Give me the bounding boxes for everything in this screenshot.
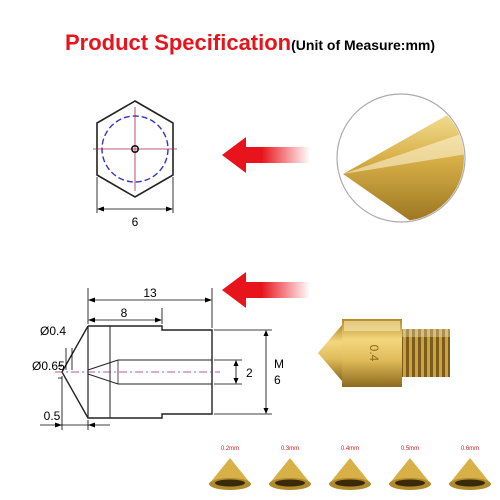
- dim-bore: 2: [246, 366, 253, 380]
- dim-thread-m: M: [274, 357, 284, 371]
- dim-thread-size: 6: [274, 373, 281, 387]
- nozzle-thread: [402, 329, 450, 377]
- nozzle-side-view: 13 8 Ø0.4 Ø0.65 0.5 2 M 6: [32, 286, 284, 430]
- size-option-0-3: 0.3mm: [265, 440, 315, 495]
- size-option-0-6: 0.6mm: [445, 440, 495, 495]
- title-unit: (Unit of Measure:mm): [291, 37, 436, 53]
- nozzle-photo: 0.4: [318, 319, 450, 387]
- page-title: Product Specification(Unit of Measure:mm…: [0, 30, 500, 56]
- hexagon-top-view: 6: [93, 100, 177, 229]
- nozzle-outline: [61, 325, 213, 419]
- size-label: 0.5mm: [400, 446, 420, 452]
- size-label: 0.6mm: [460, 446, 480, 452]
- size-options: 0.2mm 0.3mm 0.4mm 0.5mm 0.6mm: [205, 440, 495, 495]
- nozzle-thumbnail: [269, 458, 311, 490]
- hex-outline: [96, 100, 174, 198]
- nozzle-thumbnail: [389, 458, 431, 490]
- nozzle-thumbnail: [449, 458, 491, 490]
- dim-total-length: 13: [143, 286, 157, 300]
- nozzle-tip-closeup: [336, 93, 466, 223]
- nozzle-thumbnail: [209, 458, 251, 490]
- dim-tip-inner: Ø0.4: [40, 324, 66, 338]
- width-label: 6: [132, 215, 139, 229]
- size-label: 0.2mm: [220, 446, 240, 452]
- arrow-left-icon: [222, 137, 310, 173]
- size-option-0-5: 0.5mm: [385, 440, 435, 495]
- nozzle-hole: [130, 144, 139, 153]
- size-option-0-2: 0.2mm: [205, 440, 255, 495]
- nozzle-engraving: 0.4: [367, 345, 381, 362]
- size-label: 0.3mm: [280, 446, 300, 452]
- dim-tip-length: 0.5: [44, 409, 61, 423]
- nozzle-thumbnail: [329, 458, 371, 490]
- size-label: 0.4mm: [340, 446, 360, 452]
- arrow-left-icon: [222, 272, 310, 308]
- title-main: Product Specification: [64, 30, 292, 55]
- dim-tip-outer: Ø0.65: [32, 359, 65, 373]
- size-option-0-4: 0.4mm: [325, 440, 375, 495]
- dim-body-length: 8: [121, 306, 128, 320]
